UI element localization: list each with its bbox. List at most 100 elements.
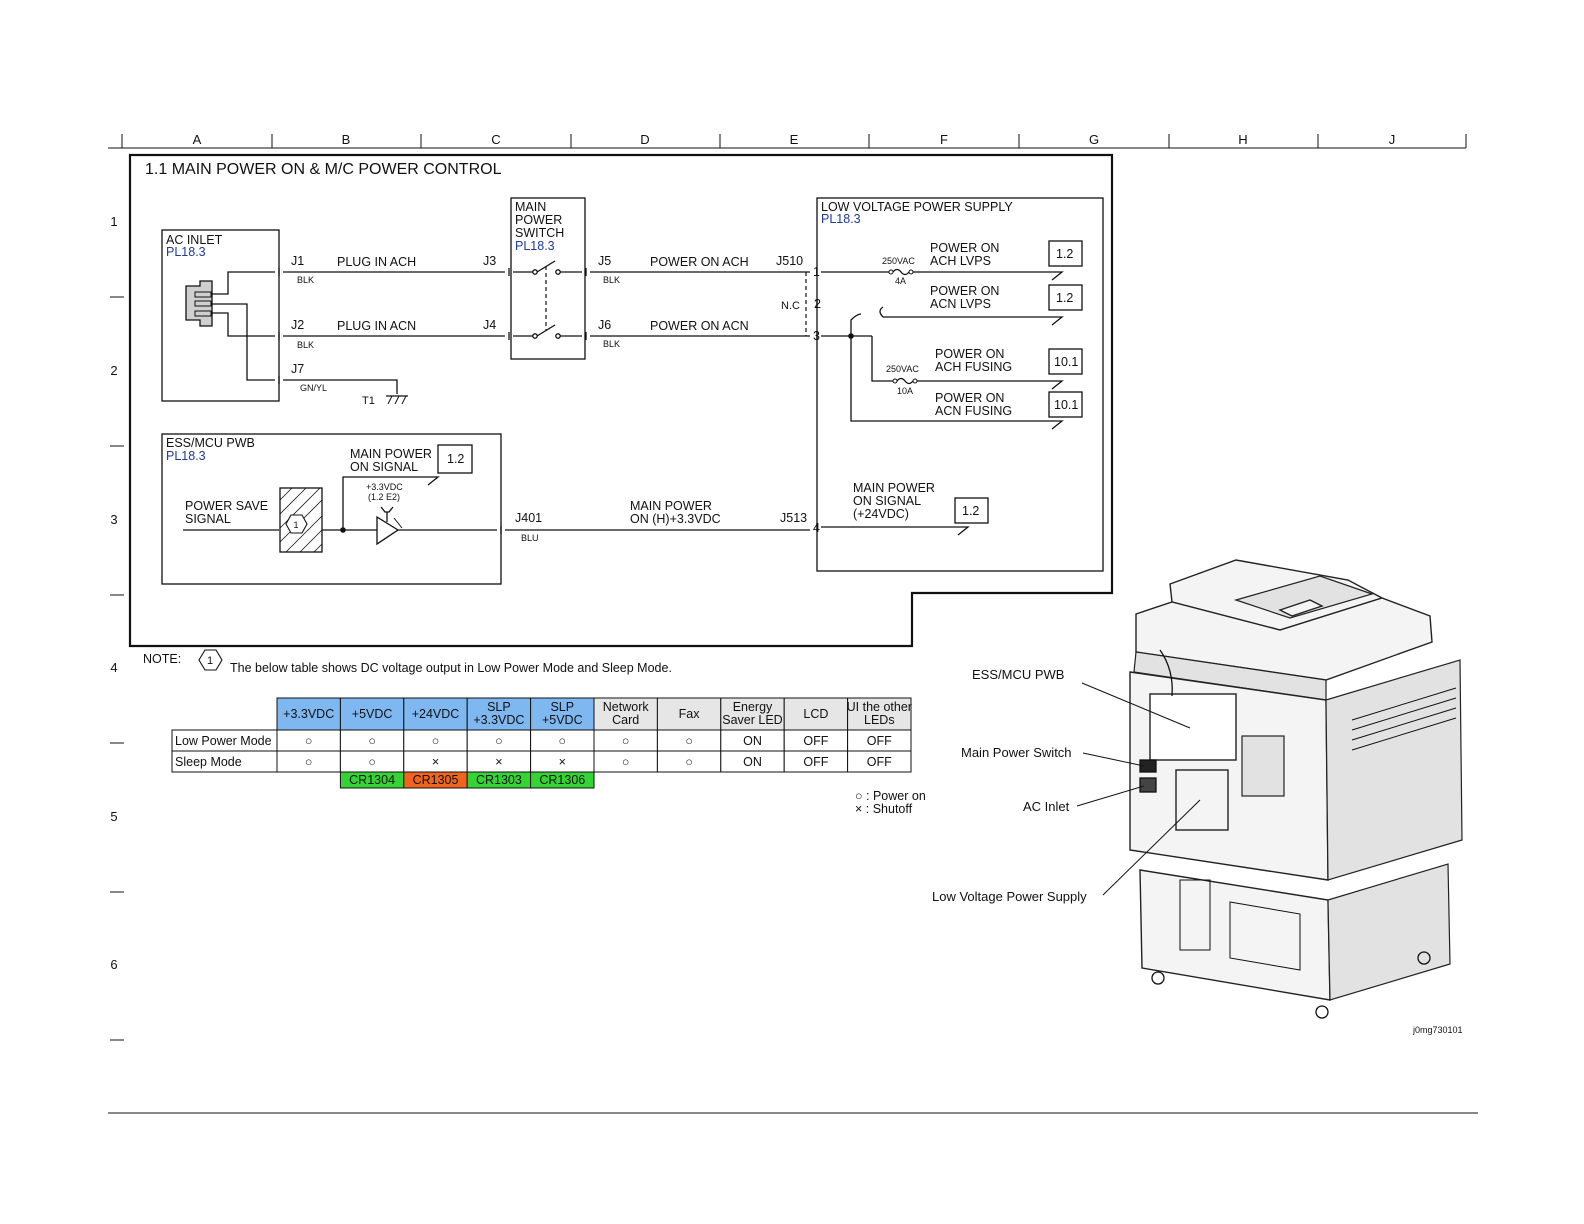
table-header-line1: +24VDC <box>412 707 460 721</box>
lvps-block: LOW VOLTAGE POWER SUPPLY PL18.3 1 2 3 4 … <box>813 197 1104 572</box>
main-switch-pl: PL18.3 <box>515 239 555 253</box>
row-label-3: 3 <box>110 512 117 527</box>
lvps-name: LOW VOLTAGE POWER SUPPLY <box>821 200 1013 214</box>
note-label: NOTE: <box>143 652 181 666</box>
table-header-line1: SLP <box>487 700 511 714</box>
table-header-cell <box>530 697 595 731</box>
svg-text:2: 2 <box>814 297 821 311</box>
table-header-line1: Energy <box>733 700 773 714</box>
j3-label: J3 <box>483 254 496 268</box>
table-header-cell <box>847 697 912 731</box>
ess-board-outline <box>1149 693 1237 761</box>
ref-ach-fusing: 10.1 <box>1054 355 1078 369</box>
fuse1-voltage: 250VAC <box>882 256 915 266</box>
table-header-line2: Card <box>612 713 639 727</box>
column-label-a: A <box>193 132 202 147</box>
table-footer-code: CR1305 <box>413 773 459 787</box>
t1-label: T1 <box>362 395 375 407</box>
table-header-cell <box>403 697 468 731</box>
ref-ach-lvps: 1.2 <box>1056 247 1073 261</box>
svg-text:MAIN: MAIN <box>515 200 546 214</box>
table-cell-value: ○ <box>685 755 693 769</box>
table-cell-value: OFF <box>803 734 828 748</box>
svg-text:POWER ON: POWER ON <box>935 347 1004 361</box>
table-header-line1: LCD <box>803 707 828 721</box>
table-header-line1: Fax <box>679 707 701 721</box>
table-cell-value: ○ <box>495 734 503 748</box>
table-row-label: Sleep Mode <box>175 755 242 769</box>
table-header-cell <box>276 697 341 731</box>
table-row-label: Low Power Mode <box>175 734 272 748</box>
svg-text:POWER ON: POWER ON <box>930 284 999 298</box>
power-on-ach-label: POWER ON ACH <box>650 255 749 269</box>
v33-ref: (1.2 E2) <box>368 492 400 502</box>
ac-inlet-part <box>1139 777 1157 793</box>
ref-main-power-signal: 1.2 <box>447 452 464 466</box>
note-text: The below table shows DC voltage output … <box>230 661 672 675</box>
svg-text:ACN LVPS: ACN LVPS <box>930 297 991 311</box>
callout-ess-mcu: ESS/MCU PWB <box>972 667 1064 682</box>
fuse2-amps: 10A <box>897 386 913 396</box>
table-header-line1: +5VDC <box>352 707 393 721</box>
svg-text:ACH FUSING: ACH FUSING <box>935 360 1012 374</box>
table-header-line2: +3.3VDC <box>473 713 524 727</box>
ref-acn-fusing: 10.1 <box>1054 398 1078 412</box>
table-cell-value: ○ <box>305 755 313 769</box>
table-footer-code: CR1306 <box>539 773 585 787</box>
svg-text:ON SIGNAL: ON SIGNAL <box>853 494 921 508</box>
table-cell-value: × <box>495 755 502 769</box>
fuse1-amps: 4A <box>895 276 906 286</box>
column-label-b: B <box>342 132 351 147</box>
schematic-frame <box>128 153 1114 648</box>
table-footer-code: CR1303 <box>476 773 522 787</box>
svg-text:ON SIGNAL: ON SIGNAL <box>350 460 418 474</box>
table-cell-value: ○ <box>622 755 630 769</box>
table-cell-value: OFF <box>867 755 892 769</box>
ac-inlet-pl: PL18.3 <box>166 245 206 259</box>
row-label-2: 2 <box>110 363 117 378</box>
nc-label: N.C <box>781 300 800 312</box>
lvps-pl: PL18.3 <box>821 212 861 226</box>
table-footer-code: CR1304 <box>349 773 395 787</box>
column-label-c: C <box>491 132 500 147</box>
grid-frame: A B C D E F G H J 1 2 3 4 5 6 <box>108 132 1478 1114</box>
power-on-acn-label: POWER ON ACN <box>650 319 749 333</box>
row-label-1: 1 <box>110 214 117 229</box>
j6-wire: BLK <box>603 339 620 349</box>
svg-text:ON (H)+3.3VDC: ON (H)+3.3VDC <box>630 512 721 526</box>
table-cell-value: ○ <box>368 734 376 748</box>
svg-text:(+24VDC): (+24VDC) <box>853 507 909 521</box>
column-label-j: J <box>1389 132 1396 147</box>
ref-main-power-24v: 1.2 <box>962 504 979 518</box>
table-header-line1: +3.3VDC <box>283 707 334 721</box>
svg-text:SIGNAL: SIGNAL <box>185 512 231 526</box>
svg-text:3: 3 <box>813 329 820 343</box>
ac-inlet-block: AC INLET PL18.3 <box>161 229 280 402</box>
note-mark-in-ess: 1 <box>293 520 298 530</box>
note-mark-hexagon <box>198 649 223 671</box>
table-header-line2: Saver LED <box>722 713 782 727</box>
table-cell-value: ○ <box>559 734 567 748</box>
table-cell-value: ON <box>743 755 762 769</box>
svg-text:4: 4 <box>813 521 820 535</box>
callout-main-switch: Main Power Switch <box>961 745 1072 760</box>
plug-ach-label: PLUG IN ACH <box>337 255 416 269</box>
table-footer-cell <box>530 771 595 789</box>
paper-cabinet <box>1139 869 1331 1001</box>
j5-label: J5 <box>598 254 611 268</box>
j7-label: J7 <box>291 362 304 376</box>
row-label-6: 6 <box>110 957 117 972</box>
main-switch-part <box>1139 759 1157 773</box>
table-cell <box>847 750 912 773</box>
ess-pl: PL18.3 <box>166 449 206 463</box>
svg-text:POWER ON: POWER ON <box>930 241 999 255</box>
plug-icon <box>185 280 213 327</box>
svg-text:POWER: POWER <box>515 213 562 227</box>
legend-power-on: ○ : Power on <box>855 789 926 803</box>
table-cell-value: ○ <box>305 734 313 748</box>
j401-label: J401 <box>515 511 542 525</box>
table-header-line1: SLP <box>550 700 574 714</box>
column-label-g: G <box>1089 132 1099 147</box>
